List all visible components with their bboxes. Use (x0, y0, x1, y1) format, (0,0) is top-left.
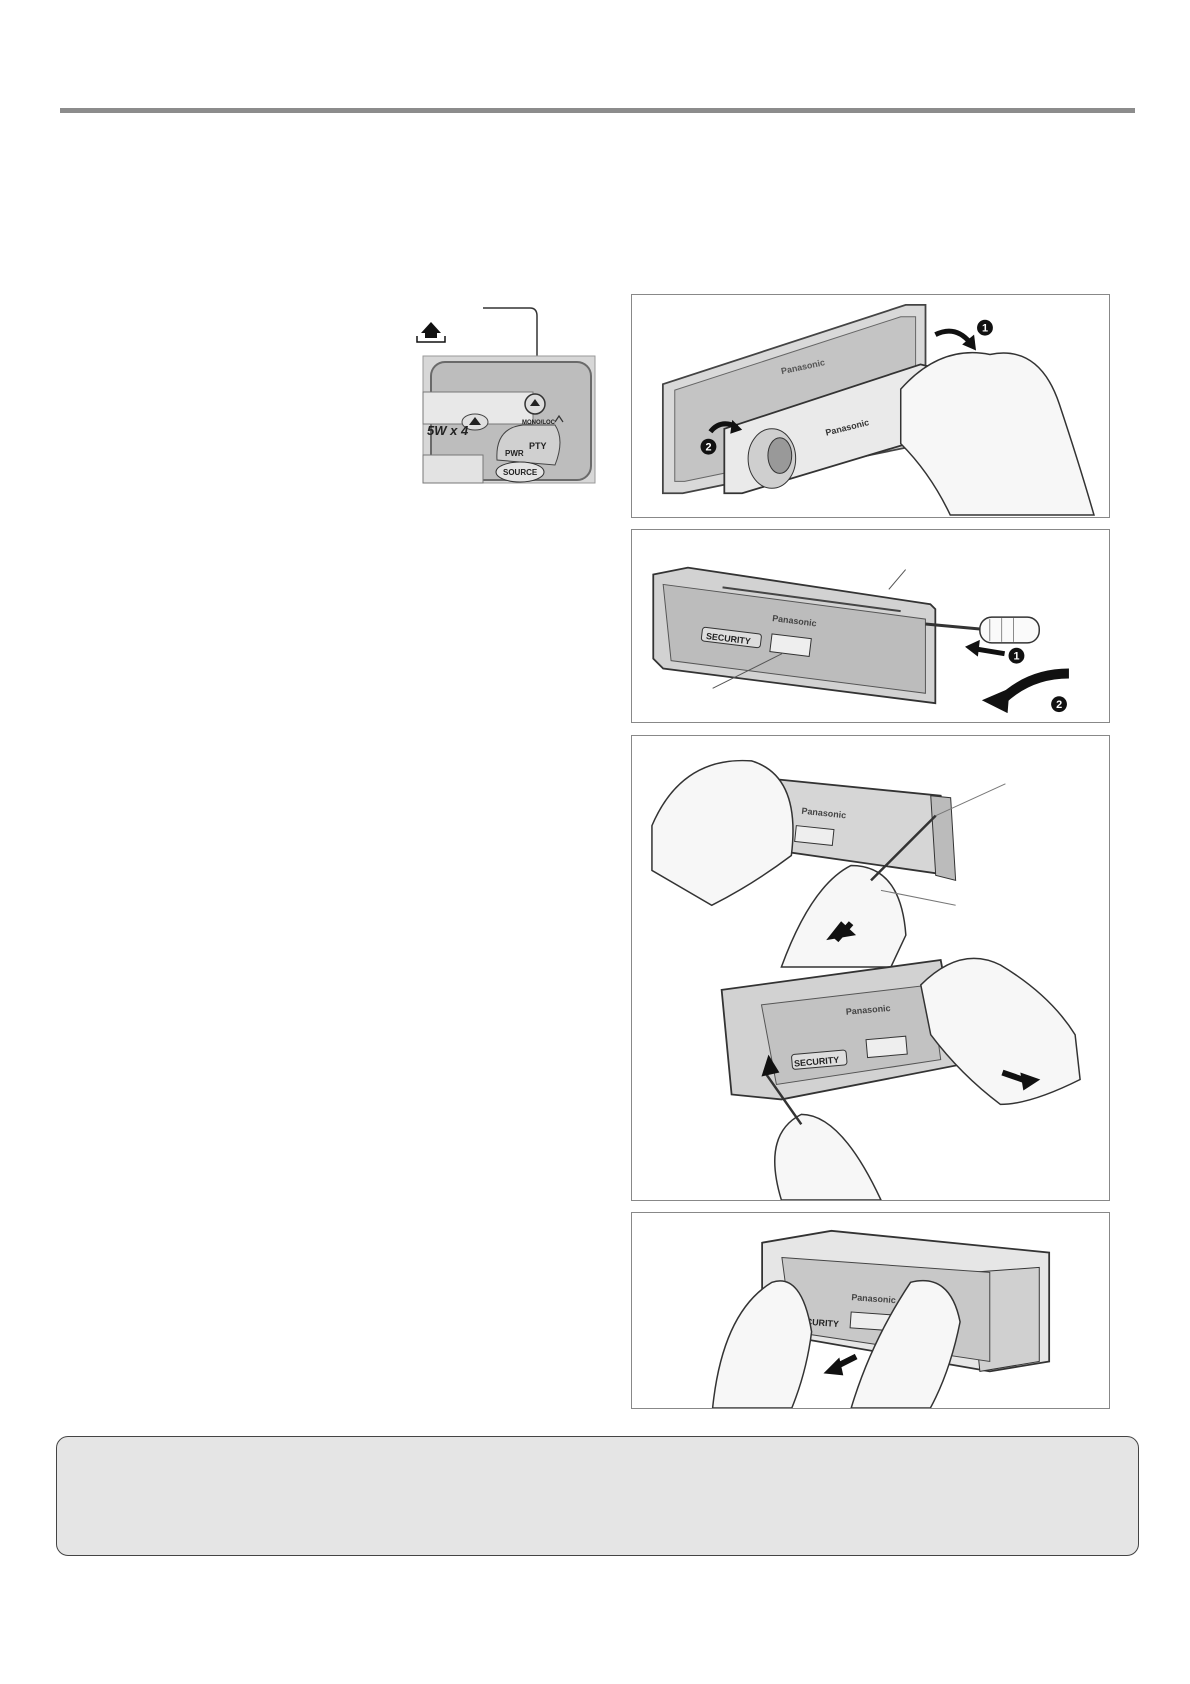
source-label: SOURCE (503, 468, 538, 477)
power-rating-label: 5W x 4 (427, 423, 469, 438)
figure-remove-unit: Panasonic SECURITY Panasonic SECURITY (631, 735, 1110, 1201)
note-box (56, 1436, 1139, 1556)
eject-icon (417, 322, 445, 342)
step1-marker: 1 (982, 323, 988, 335)
header-rule (60, 108, 1135, 113)
step2-marker: 2 (1056, 699, 1062, 711)
figure-pull-out-unit: Panasonic SECURITY (631, 1212, 1110, 1409)
release-button-inset: 5W x 4 MONO/LOC PTY PWR SOURCE (405, 300, 600, 485)
note-text (57, 1437, 1138, 1465)
figure-screwdriver-release: Panasonic SECURITY 1 2 (631, 529, 1110, 723)
figure-remove-faceplate: Panasonic Panasonic 1 2 (631, 294, 1110, 518)
pty-label: PTY (529, 441, 547, 451)
pwr-label: PWR (505, 449, 524, 458)
step1-marker: 1 (1014, 651, 1020, 663)
step2-marker: 2 (705, 442, 711, 454)
